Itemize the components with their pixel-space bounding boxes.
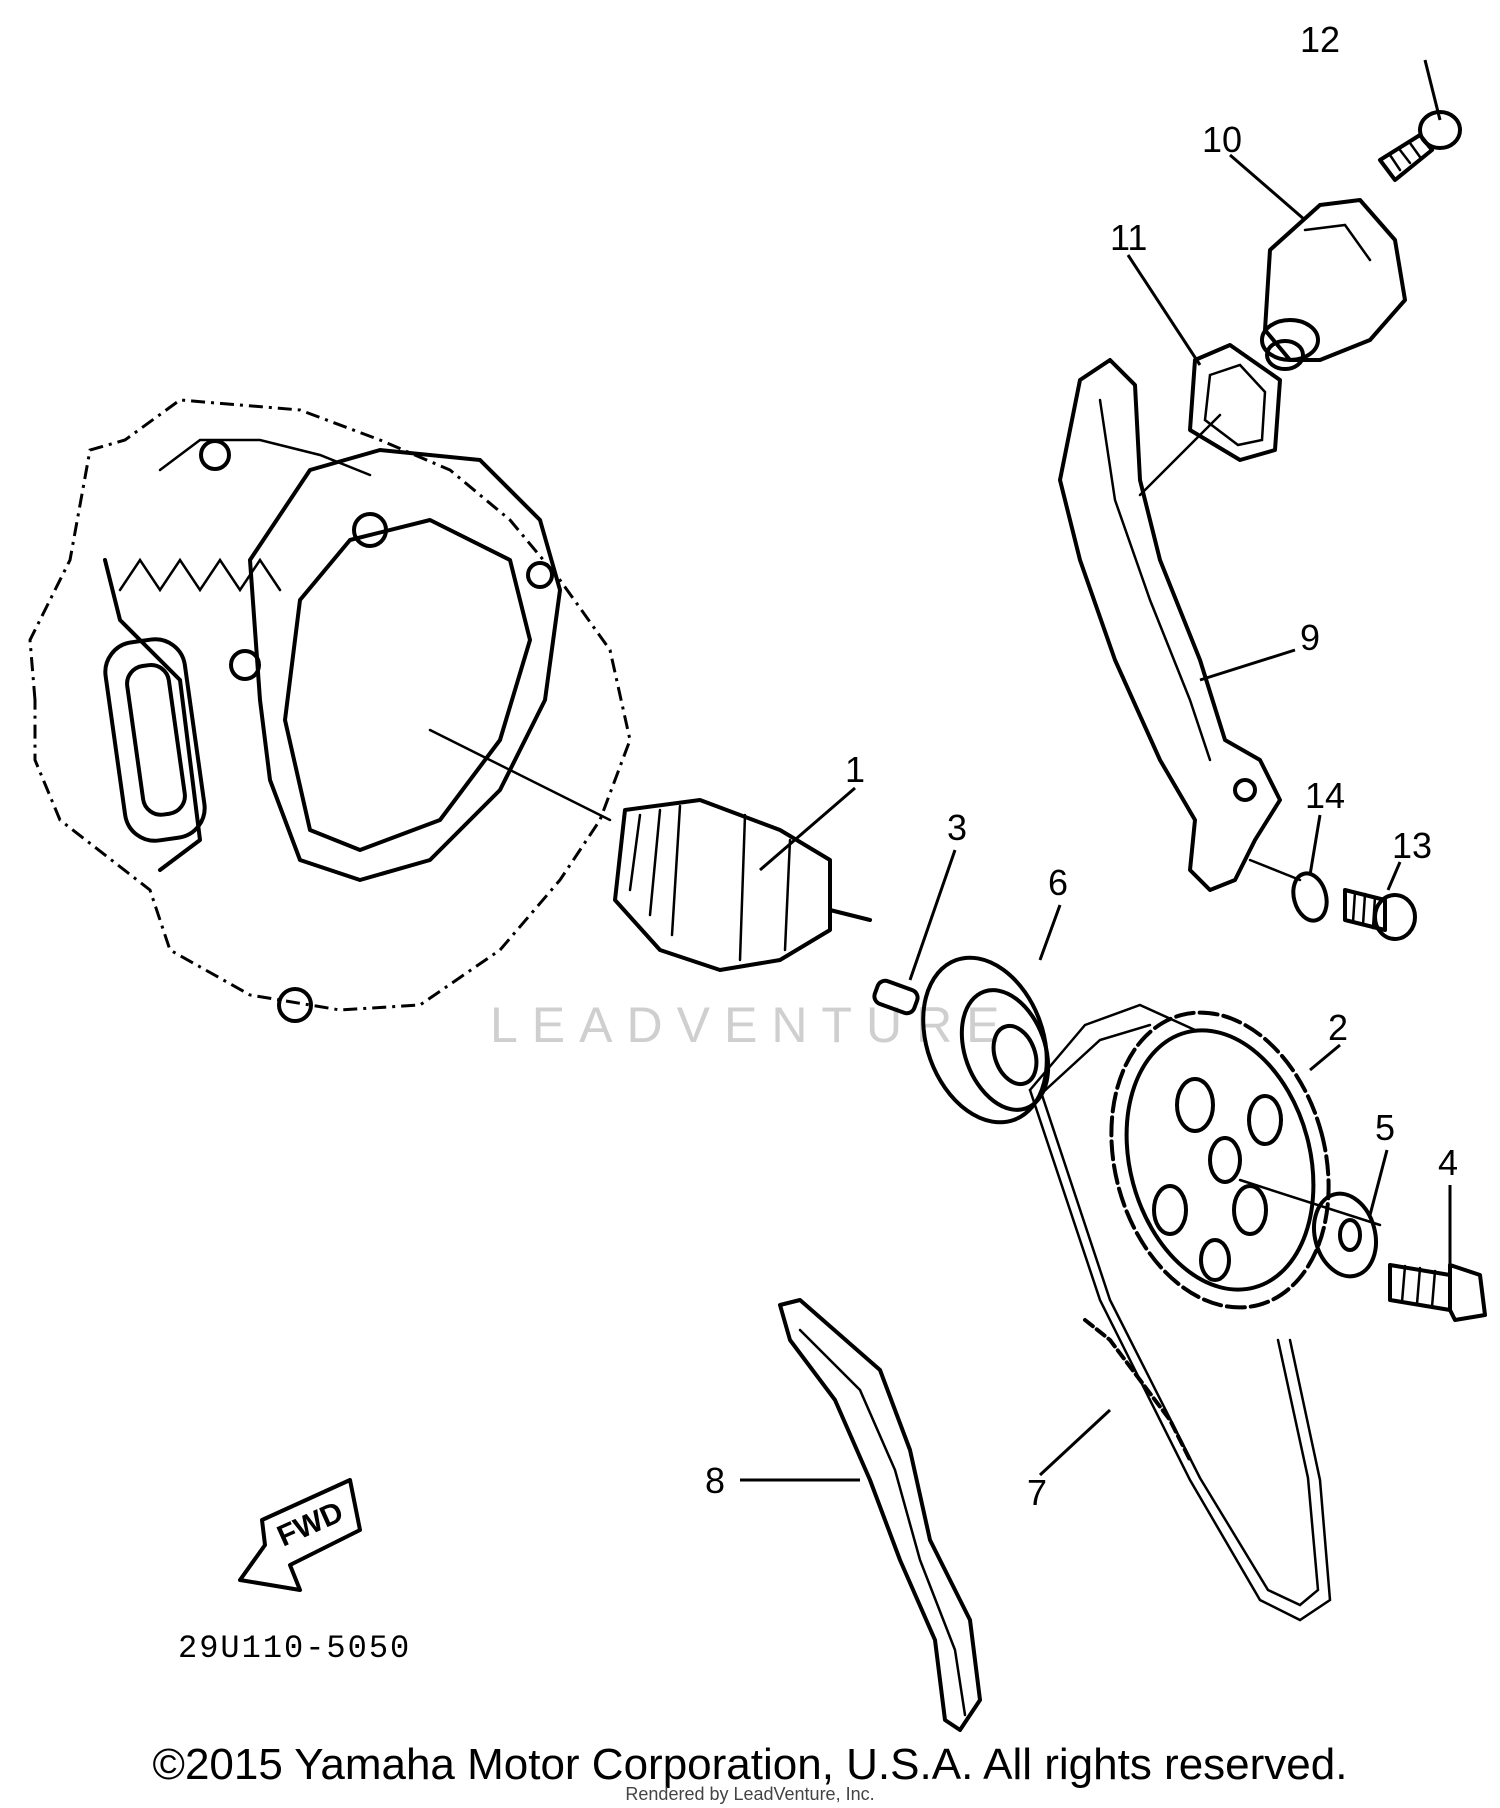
tensioner-bolt bbox=[1378, 110, 1462, 182]
callout-8: 8 bbox=[705, 1460, 725, 1501]
rendered-by-note: Rendered by LeadVenture, Inc. bbox=[625, 1784, 875, 1804]
guide-bolt bbox=[1343, 888, 1417, 941]
callout-7: 7 bbox=[1027, 1472, 1047, 1513]
diagram-part-number: 29U110-5050 bbox=[178, 1630, 411, 1667]
cam-hub bbox=[921, 955, 1051, 1125]
callout-10: 10 bbox=[1202, 119, 1242, 160]
callout-6: 6 bbox=[1048, 862, 1068, 903]
fwd-label: FWD bbox=[272, 1495, 348, 1553]
copyright-notice: ©2015 Yamaha Motor Corporation, U.S.A. A… bbox=[152, 1740, 1348, 1789]
callout-3: 3 bbox=[947, 807, 967, 848]
callout-13: 13 bbox=[1392, 825, 1432, 866]
cam-sprocket bbox=[1109, 1010, 1331, 1310]
callout-5: 5 bbox=[1375, 1107, 1395, 1148]
callout-14: 14 bbox=[1305, 775, 1345, 816]
callout-9: 9 bbox=[1300, 617, 1320, 658]
guide-washer bbox=[1291, 871, 1329, 923]
fwd-arrow: FWD bbox=[238, 1478, 362, 1592]
chain-tensioner bbox=[1260, 198, 1407, 371]
callout-2: 2 bbox=[1328, 1007, 1348, 1048]
cylinder-head bbox=[28, 398, 632, 1023]
callout-4: 4 bbox=[1438, 1142, 1458, 1183]
callout-12: 12 bbox=[1300, 19, 1340, 60]
callout-11: 11 bbox=[1110, 217, 1147, 258]
callout-1: 1 bbox=[845, 749, 865, 790]
timing-chain bbox=[1028, 1003, 1332, 1622]
chain-guide-front bbox=[778, 1298, 982, 1732]
camshaft bbox=[428, 728, 872, 972]
chain-tensioner-guide bbox=[1058, 358, 1302, 892]
sprocket-bolt bbox=[1238, 1178, 1487, 1322]
callout-labels: 1 2 3 4 5 6 7 8 9 10 11 12 13 14 bbox=[705, 19, 1458, 1513]
sprocket-washer bbox=[1312, 1191, 1378, 1279]
watermark: LEADVENTURE bbox=[490, 997, 1014, 1053]
tensioner-gasket bbox=[1138, 343, 1282, 497]
dowel-pin bbox=[872, 978, 920, 1016]
callout-leaders bbox=[740, 59, 1452, 1482]
